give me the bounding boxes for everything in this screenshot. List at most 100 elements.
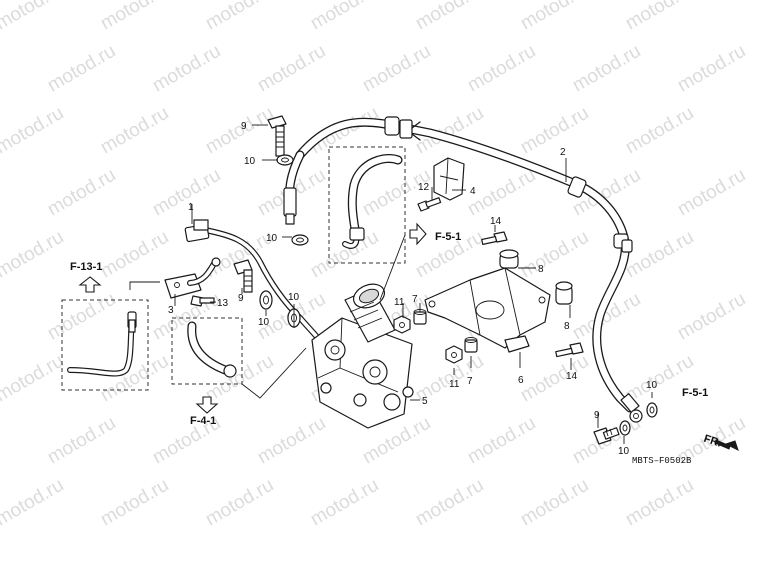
washer-10-bottom-a xyxy=(619,420,631,436)
watermark-text: motod.ru xyxy=(622,0,697,34)
watermark-text: motod.ru xyxy=(517,351,592,407)
watermark-text: motod.ru xyxy=(412,0,487,34)
ref-f5-1-right: F-5-1 xyxy=(682,387,708,399)
bolt-9-bottom xyxy=(593,427,620,445)
callout-7: 7 xyxy=(467,376,473,387)
watermark-text: motod.ru xyxy=(307,103,382,159)
hose-clamp xyxy=(384,116,421,141)
hose-end-fitting-right xyxy=(620,393,643,423)
bolt-13 xyxy=(190,295,215,307)
bolt-9-top xyxy=(267,115,287,157)
watermark-text: motod.ru xyxy=(569,41,644,97)
hollow-arrow-icon xyxy=(409,222,427,246)
nut-11-bottom xyxy=(445,345,463,364)
watermark-text: motod.ru xyxy=(149,289,224,345)
callout-10: 10 xyxy=(618,446,630,457)
callout-8: 8 xyxy=(564,321,570,332)
hose-clamp xyxy=(567,176,587,198)
watermark-text: motod.ru xyxy=(517,103,592,159)
callout-10: 10 xyxy=(244,156,256,167)
drawing-code: MBTS–F0502B xyxy=(632,456,692,466)
watermark-text: motod.ru xyxy=(97,103,172,159)
watermark-text: motod.ru xyxy=(202,475,277,531)
callout-13: 13 xyxy=(217,298,229,309)
watermark-text: motod.ru xyxy=(674,289,749,345)
leader-lines xyxy=(129,124,653,444)
washer-10-bottom-b xyxy=(646,402,658,418)
watermark-text: motod.ru xyxy=(97,475,172,531)
watermark-text: motod.ru xyxy=(412,475,487,531)
callout-10: 10 xyxy=(258,317,270,328)
callout-9: 9 xyxy=(594,410,600,421)
inset-box-left xyxy=(61,299,149,391)
callout-8: 8 xyxy=(538,264,544,275)
bolt-14-bottom xyxy=(555,342,584,358)
watermark-text: motod.ru xyxy=(622,103,697,159)
inset-box-top xyxy=(328,146,406,264)
callout-11: 11 xyxy=(394,297,405,308)
callout-9: 9 xyxy=(238,293,244,304)
nut-11-top xyxy=(393,315,411,334)
callout-6: 6 xyxy=(518,375,524,386)
watermark-text: motod.ru xyxy=(0,475,67,531)
pump-unit-5 xyxy=(311,283,414,429)
callout-10: 10 xyxy=(288,292,300,303)
collar-7-bottom xyxy=(464,337,478,353)
callout-2: 2 xyxy=(560,147,566,158)
callout-1: 1 xyxy=(188,202,194,213)
pipe-1 xyxy=(184,219,321,341)
watermark-text: motod.ru xyxy=(0,0,67,34)
ref-f5-1-top: F-5-1 xyxy=(435,231,461,243)
bolt-14-top xyxy=(481,231,508,245)
watermark-text: motod.ru xyxy=(0,103,67,159)
callout-7: 7 xyxy=(412,294,418,305)
rubber-mount-8-right xyxy=(555,281,573,305)
watermark-text: motod.ru xyxy=(674,165,749,221)
washer-10-mid xyxy=(291,234,309,246)
watermark-text: motod.ru xyxy=(202,351,277,407)
watermark-text: motod.ru xyxy=(202,103,277,159)
washer-10-top xyxy=(276,154,294,166)
watermark-text: motod.ru xyxy=(44,413,119,469)
callout-4: 4 xyxy=(470,186,476,197)
watermark-text: motod.ru xyxy=(307,475,382,531)
inset-left-pipe xyxy=(67,311,137,377)
bracket-6 xyxy=(424,267,551,353)
front-label: FR. xyxy=(702,433,723,450)
ref-f4-1: F-4-1 xyxy=(190,415,216,427)
hose-end-fitting-top xyxy=(283,187,297,225)
watermark-text: motod.ru xyxy=(307,227,382,283)
watermark-text: motod.ru xyxy=(149,41,224,97)
watermark-text: motod.ru xyxy=(254,413,329,469)
callout-3: 3 xyxy=(168,305,174,316)
watermark-text: motod.ru xyxy=(0,227,67,283)
callout-11: 11 xyxy=(449,379,460,390)
watermark-text: motod.ru xyxy=(202,0,277,34)
bracket-3 xyxy=(164,257,221,299)
watermark-text: motod.ru xyxy=(517,227,592,283)
watermark-text: motod.ru xyxy=(97,0,172,34)
watermark-text: motod.ru xyxy=(517,475,592,531)
inset-top-hose xyxy=(342,154,403,249)
callout-12: 12 xyxy=(418,182,430,193)
watermark-text: motod.ru xyxy=(622,227,697,283)
hose-clamp xyxy=(613,233,633,253)
watermark-text: motod.ru xyxy=(97,351,172,407)
watermark-text: motod.ru xyxy=(464,413,539,469)
ref-f13-1: F-13-1 xyxy=(70,261,102,273)
hollow-arrow-icon xyxy=(78,276,102,293)
watermark-text: motod.ru xyxy=(97,227,172,283)
washer-10-lower-a xyxy=(259,290,273,310)
watermark-text: motod.ru xyxy=(674,41,749,97)
watermark-text: motod.ru xyxy=(517,0,592,34)
rubber-mount-8-top xyxy=(499,249,519,269)
watermark-text: motod.ru xyxy=(149,165,224,221)
bolt-12 xyxy=(417,197,442,212)
callout-14: 14 xyxy=(566,371,578,382)
inset-center-hose xyxy=(187,321,237,378)
watermark-text: motod.ru xyxy=(307,0,382,34)
watermark-layer: motod.ru motod.ru motod.ru motod.ru motod.ru… xyxy=(0,0,749,530)
inset-box-center xyxy=(171,317,243,385)
front-direction-arrow-icon xyxy=(714,439,739,451)
